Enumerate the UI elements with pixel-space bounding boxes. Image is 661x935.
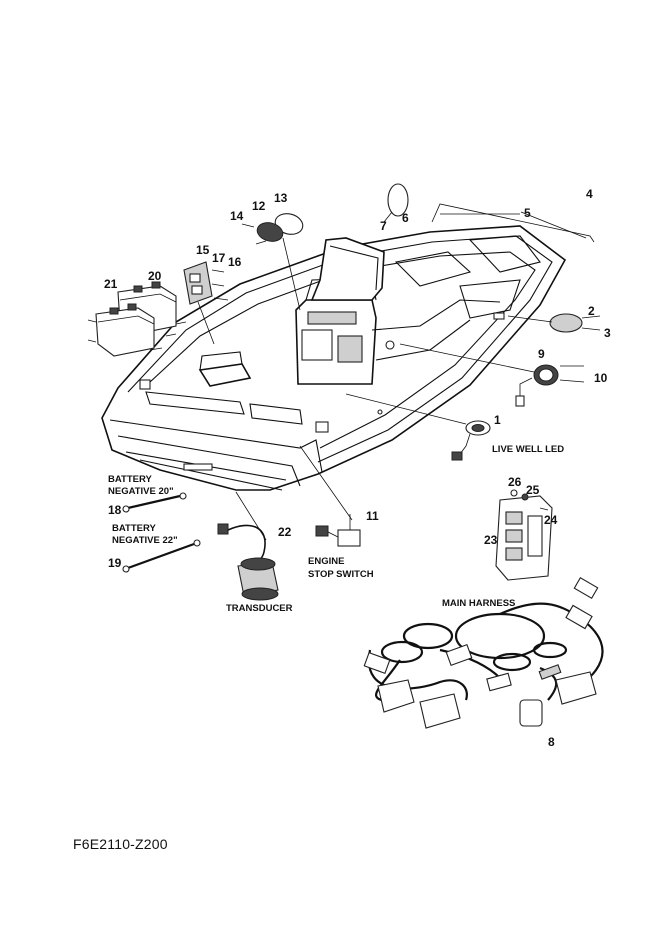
callout-2: 2 [588,304,595,318]
callout-10: 10 [594,371,608,385]
callout-3: 3 [604,326,611,340]
courtesy-light [507,313,601,333]
callout-8: 8 [548,735,555,749]
callout-5: 5 [524,206,531,220]
main-harness-label: MAIN HARNESS [442,598,515,609]
bow-light-rail [383,183,595,243]
callout-25: 25 [526,483,540,497]
callout-26: 26 [508,475,522,489]
callout-16: 16 [228,255,242,269]
callout-19: 19 [108,556,122,570]
callout-6: 6 [402,211,409,225]
callout-18: 18 [108,503,122,517]
light-lens-6 [387,183,409,217]
relay-8 [519,699,543,727]
engine-stop-switch-label-line2: STOP SWITCH [308,569,374,580]
battery-negative-20-label-line2: NEGATIVE 20" [108,486,174,497]
callout-13: 13 [274,191,288,205]
live-well-led-label: LIVE WELL LED [492,444,564,455]
callout-labels: 1 2 3 4 5 6 7 8 9 10 11 12 13 14 15 16 1… [104,187,611,749]
transducer-label: TRANSDUCER [226,603,293,614]
callout-4: 4 [586,187,593,201]
battery-negative-22-label-line2: NEGATIVE 22" [112,535,178,546]
callout-23: 23 [484,533,498,547]
callout-22: 22 [278,525,292,539]
transducer [217,491,279,601]
callout-17: 17 [212,251,226,265]
callout-1: 1 [494,413,501,427]
live-well-led [345,393,491,461]
callout-24: 24 [544,513,558,527]
callout-14: 14 [230,209,244,223]
batteries [87,281,187,357]
callout-20: 20 [148,269,162,283]
battery-negative-cables [122,492,201,573]
switch-panel [183,261,229,345]
battery-negative-22-label-line1: BATTERY [112,523,156,534]
main-harness [363,577,604,729]
callout-15: 15 [196,243,210,257]
document-code: F6E2110-Z200 [73,836,168,852]
rear-light [399,343,585,407]
callout-21: 21 [104,277,118,291]
control-module [495,489,553,581]
callout-12: 12 [252,199,266,213]
callout-9: 9 [538,347,545,361]
part-labels: LIVE WELL LED BATTERY NEGATIVE 20" BATTE… [108,444,564,614]
callout-7: 7 [380,219,387,233]
battery-negative-20-label-line1: BATTERY [108,474,152,485]
engine-stop-switch-label-line1: ENGINE [308,556,344,567]
boat-hull [101,225,567,491]
callout-11: 11 [366,509,379,523]
engine-stop-switch [299,445,361,547]
speaker-assembly [241,213,304,311]
